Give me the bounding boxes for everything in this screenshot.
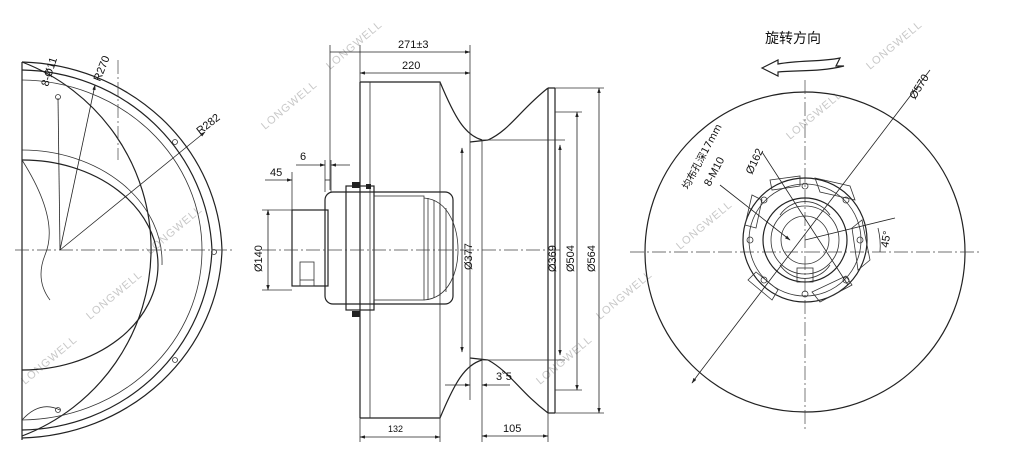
label-3-5: 3˚5 bbox=[496, 371, 512, 383]
label-d504: Ø504 bbox=[565, 245, 577, 272]
label-d570: Ø570 bbox=[907, 72, 931, 101]
label-d140: Ø140 bbox=[253, 245, 265, 272]
label-271: 271±3 bbox=[398, 39, 429, 51]
side-view: 271±3 220 6 45 Ø140 Ø377 Ø369 Ø504 bbox=[253, 39, 604, 442]
rotation-arrow-icon bbox=[760, 57, 845, 77]
label-angle: 45° bbox=[879, 230, 894, 248]
watermark: LONGWELL bbox=[144, 204, 205, 258]
watermark: LONGWELL bbox=[784, 89, 845, 143]
watermark: LONGWELL bbox=[534, 334, 595, 388]
label-r270: R270 bbox=[92, 54, 113, 83]
watermark: LONGWELL bbox=[324, 19, 385, 73]
front-view: Ø570 bbox=[630, 31, 980, 430]
left-flange-view: 8-Ø11 R270 R282 bbox=[15, 54, 235, 440]
watermark: LONGWELL bbox=[674, 199, 735, 253]
label-6: 6 bbox=[300, 151, 306, 163]
label-d377: Ø377 bbox=[463, 243, 475, 270]
label-132: 132 bbox=[388, 424, 403, 434]
label-d162: Ø162 bbox=[744, 147, 766, 176]
label-d564: Ø564 bbox=[586, 245, 598, 272]
label-r282: R282 bbox=[194, 112, 222, 138]
label-220: 220 bbox=[402, 60, 420, 72]
watermark: LONGWELL bbox=[864, 19, 925, 73]
watermark: LONGWELL bbox=[259, 79, 320, 133]
watermarks: LONGWELL LONGWELL LONGWELL LONGWELL LONG… bbox=[19, 19, 925, 388]
label-45: 45 bbox=[270, 167, 282, 179]
rotation-label: 旋转方向 bbox=[765, 31, 821, 47]
watermark: LONGWELL bbox=[84, 269, 145, 323]
watermark: LONGWELL bbox=[19, 334, 80, 388]
label-105: 105 bbox=[503, 423, 521, 435]
watermark: LONGWELL bbox=[594, 269, 655, 323]
label-d369: Ø369 bbox=[547, 245, 559, 272]
